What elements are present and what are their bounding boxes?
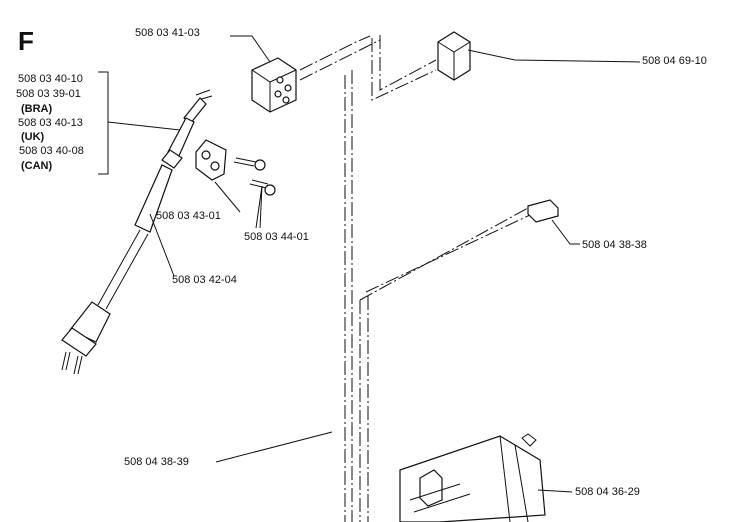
leader-lines xyxy=(98,35,641,493)
switch-icon xyxy=(437,31,471,81)
label-switch: 508 04 69-10 xyxy=(642,55,707,67)
connector-block-icon xyxy=(251,57,297,113)
label-cord-4: 508 03 40-08 xyxy=(19,145,84,157)
screw-icon xyxy=(233,157,276,196)
label-connector-block: 508 03 41-03 xyxy=(135,27,200,39)
label-cord-2: 508 03 39-01 xyxy=(16,88,81,100)
cord-clamp-icon xyxy=(195,139,227,181)
label-cord-4-note: (CAN) xyxy=(21,160,53,172)
label-cord-clamp: 508 03 43-01 xyxy=(156,210,221,222)
power-cord-icon xyxy=(61,89,213,375)
motor-icon xyxy=(399,433,546,522)
cable-plug-icon xyxy=(527,199,559,223)
label-cord-3-note: (UK) xyxy=(21,131,45,143)
label-cord-guard: 508 03 42-04 xyxy=(172,274,237,286)
label-cord-1: 508 03 40-10 xyxy=(18,73,83,85)
wiring-harness xyxy=(299,35,531,522)
label-motor: 508 04 36-29 xyxy=(575,486,640,498)
label-cable-harness: 508 04 38-39 xyxy=(124,456,189,468)
label-cable-plug: 508 04 38-38 xyxy=(582,239,647,251)
section-letter: F xyxy=(18,26,34,56)
label-cord-2-note: (BRA) xyxy=(21,103,53,115)
label-cord-3: 508 03 40-13 xyxy=(18,117,83,129)
label-screws: 508 03 44-01 xyxy=(244,231,309,243)
